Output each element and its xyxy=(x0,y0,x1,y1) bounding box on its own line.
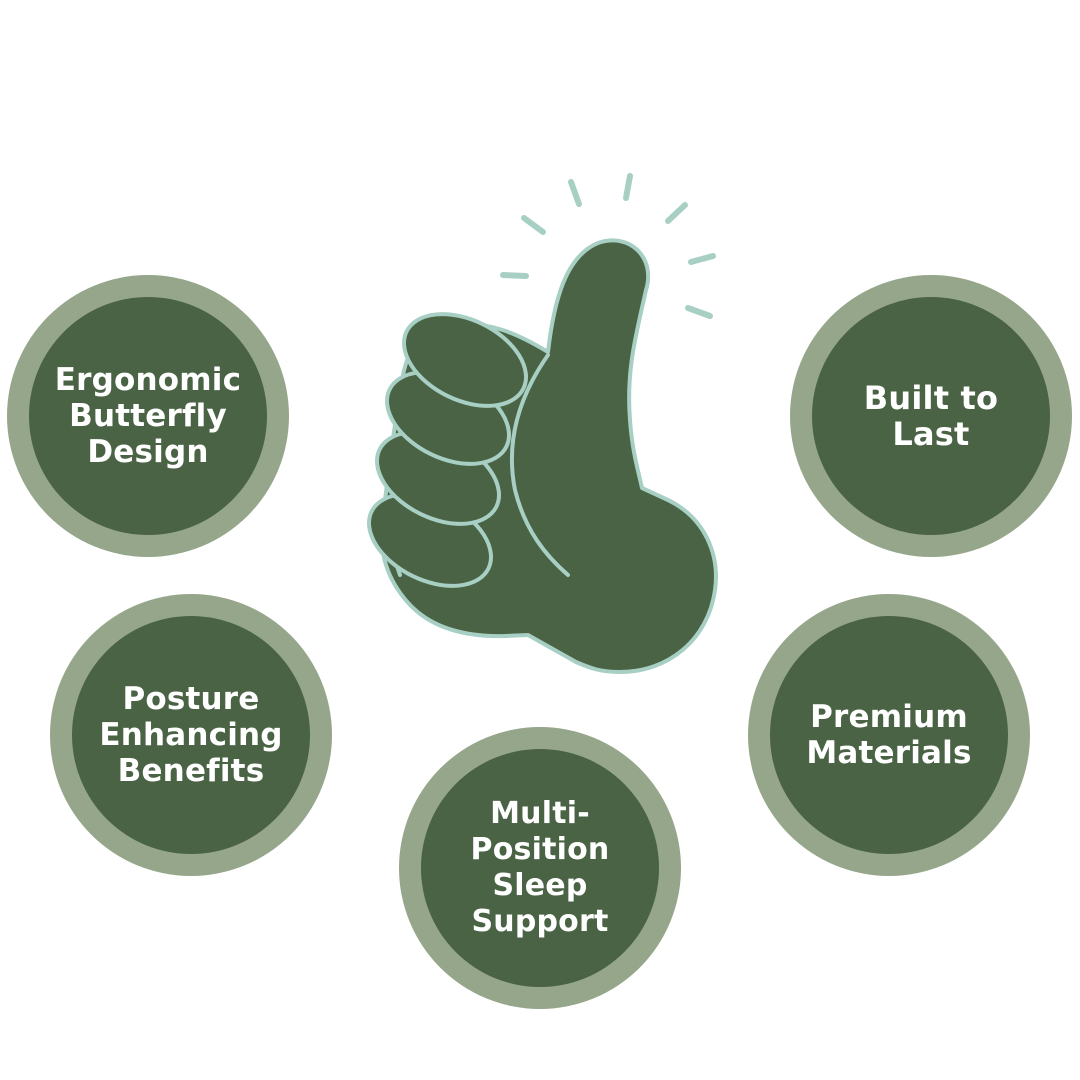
feature-multi-inner: Multi- Position Sleep Support xyxy=(421,749,659,987)
feature-built-inner: Built to Last xyxy=(812,297,1050,535)
thumbs-up-icon xyxy=(367,173,718,674)
feature-premium-inner: Premium Materials xyxy=(770,616,1008,854)
feature-premium-label: Premium Materials xyxy=(806,699,972,771)
hand-shape xyxy=(367,238,718,674)
feature-posture-label: Posture Enhancing Benefits xyxy=(99,681,283,789)
feature-ergonomic-label: Ergonomic Butterfly Design xyxy=(54,362,242,470)
feature-ergonomic-inner: Ergonomic Butterfly Design xyxy=(29,297,267,535)
feature-ergonomic-butterfly-design: Ergonomic Butterfly Design xyxy=(7,275,289,557)
feature-multi-label: Multi- Position Sleep Support xyxy=(470,796,610,939)
feature-multi-position-sleep-support: Multi- Position Sleep Support xyxy=(399,727,681,1009)
sparkle-rays-icon xyxy=(500,173,716,319)
feature-built-to-last: Built to Last xyxy=(790,275,1072,557)
feature-built-label: Built to Last xyxy=(863,379,999,453)
feature-posture-inner: Posture Enhancing Benefits xyxy=(72,616,310,854)
feature-posture-enhancing-benefits: Posture Enhancing Benefits xyxy=(50,594,332,876)
feature-premium-materials: Premium Materials xyxy=(748,594,1030,876)
